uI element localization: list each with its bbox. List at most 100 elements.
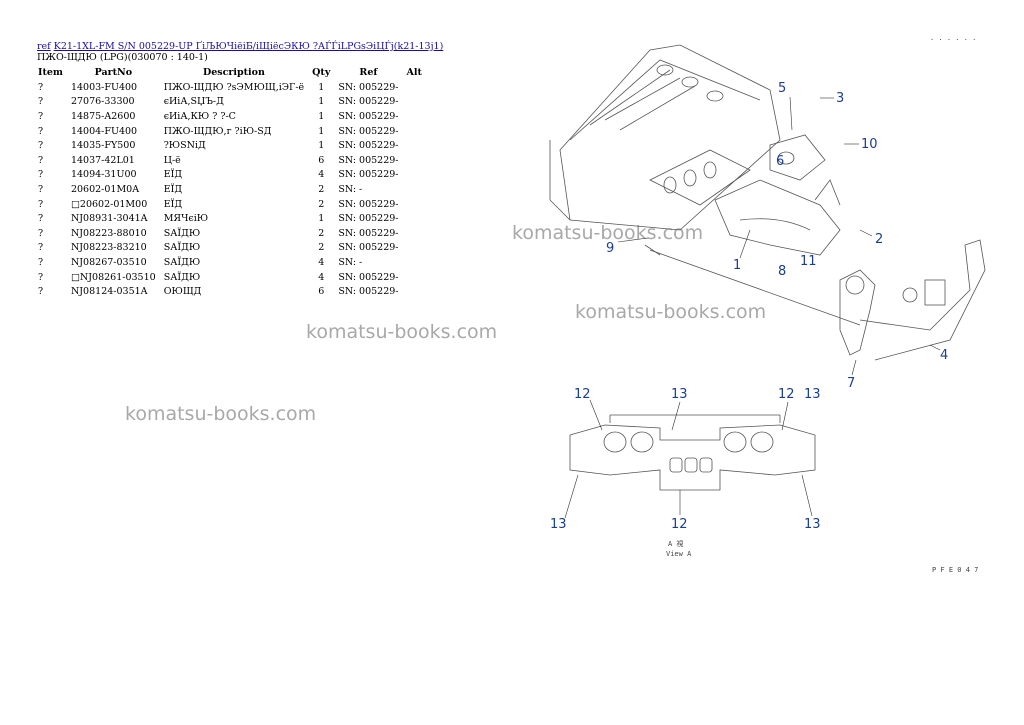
figure-code: P F E 0 4 7 bbox=[932, 566, 978, 574]
cell-item: ? bbox=[38, 271, 44, 283]
cell-item: ? bbox=[38, 286, 44, 298]
cell-item: ? bbox=[38, 183, 44, 195]
cell-item: ? bbox=[38, 125, 44, 137]
cell-alt bbox=[403, 197, 426, 212]
breadcrumb: ref K21-1XL-FM S/N 005229-UP ҐіЉЮЧіёіБ/і… bbox=[37, 40, 443, 53]
callout: 1 bbox=[733, 258, 741, 273]
cell-qty: 1 bbox=[318, 213, 325, 225]
cell-qty: 1 bbox=[318, 81, 325, 93]
cell-qty: 1 bbox=[318, 110, 325, 122]
callout: 5 bbox=[778, 81, 786, 96]
cell-item: ? bbox=[38, 227, 44, 239]
col-alt: Alt bbox=[406, 67, 422, 78]
cell-item: ? bbox=[38, 81, 44, 93]
cell-partno: NJ08931-3041A bbox=[70, 213, 148, 225]
cell-alt bbox=[403, 124, 426, 139]
cell-qty: 4 bbox=[318, 256, 325, 268]
cell-description: ОЮЩД bbox=[163, 286, 202, 298]
cell-description: Ц-ё bbox=[163, 154, 181, 166]
cell-alt bbox=[403, 168, 426, 183]
cell-qty: 1 bbox=[318, 140, 325, 152]
cell-alt bbox=[403, 182, 426, 197]
cell-partno: 14035-FY500 bbox=[70, 140, 136, 152]
cell-partno: 14004-FU400 bbox=[70, 125, 138, 137]
callout: 11 bbox=[800, 254, 817, 269]
cell-ref: SN: - bbox=[338, 256, 363, 268]
callout: 13 bbox=[671, 387, 688, 402]
cell-ref: SN: 005229- bbox=[338, 286, 399, 298]
cell-partno: □NJ08261-03510 bbox=[70, 271, 156, 283]
cell-description: єИіА,SЏЪ-Д bbox=[163, 96, 224, 108]
cell-alt bbox=[403, 109, 426, 124]
table-header-row: Item PartNo Description Qty Ref Alt bbox=[34, 65, 426, 80]
cell-alt bbox=[403, 153, 426, 168]
cell-alt bbox=[403, 95, 426, 110]
cell-partno: □20602-01M00 bbox=[70, 198, 148, 210]
watermark: komatsu-books.com bbox=[306, 321, 498, 343]
cell-description: SАЇДЮ bbox=[163, 242, 201, 254]
cell-ref: SN: - bbox=[338, 183, 363, 195]
cell-item: ? bbox=[38, 242, 44, 254]
col-description: Description bbox=[202, 67, 265, 78]
col-qty: Qty bbox=[312, 67, 331, 78]
cell-description: єИіА,КЮ ? ?-С bbox=[163, 110, 236, 122]
cell-qty: 2 bbox=[318, 242, 325, 254]
view-label-jp: A 視 bbox=[668, 539, 683, 548]
cell-item: ? bbox=[38, 256, 44, 268]
callout: 4 bbox=[940, 348, 948, 363]
cell-alt bbox=[403, 270, 426, 285]
cell-partno: NJ08267-03510 bbox=[70, 256, 147, 268]
page-subtitle: ПЖО-ЩДЮ (LPG)(030070 : 140-1) bbox=[37, 52, 208, 63]
assembly-link[interactable]: K21-1XL-FM S/N 005229-UP ҐіЉЮЧіёіБ/іЩіёс… bbox=[53, 41, 444, 52]
cell-partno: NJ08223-83210 bbox=[70, 242, 147, 254]
ref-link[interactable]: ref bbox=[37, 41, 51, 52]
cell-partno: NJ08124-0351A bbox=[70, 286, 148, 298]
callout: 13 bbox=[804, 387, 821, 402]
cell-description: ЕЇД bbox=[163, 183, 183, 195]
engine-head-drawing bbox=[549, 44, 781, 231]
col-partno: PartNo bbox=[94, 67, 133, 78]
cell-ref: SN: 005229- bbox=[338, 227, 399, 239]
cell-item: ? bbox=[38, 213, 44, 225]
cell-description: ЕЇД bbox=[163, 169, 183, 181]
cell-alt bbox=[403, 80, 426, 95]
cell-ref: SN: 005229- bbox=[338, 198, 399, 210]
cell-description: ЕЇД bbox=[163, 198, 183, 210]
cell-ref: SN: 005229- bbox=[338, 125, 399, 137]
cell-item: ? bbox=[38, 110, 44, 122]
watermark: komatsu-books.com bbox=[575, 301, 767, 323]
callout: 9 bbox=[606, 241, 614, 256]
callout: 7 bbox=[847, 376, 855, 391]
cell-ref: SN: 005229- bbox=[338, 242, 399, 254]
corner-mark: . . . . . . bbox=[930, 34, 976, 42]
callout: 8 bbox=[778, 264, 786, 279]
exploded-parts-diagram: 5 3 10 6 2 9 1 8 11 4 7 12 13 12 13 13 1… bbox=[549, 34, 986, 574]
callout: 2 bbox=[875, 232, 883, 247]
parts-table: Item PartNo Description Qty Ref Alt ?140… bbox=[34, 65, 426, 299]
cell-item: ? bbox=[38, 140, 44, 152]
cell-alt bbox=[403, 241, 426, 256]
cell-qty: 2 bbox=[318, 227, 325, 239]
table-row: ? NJ08223-83210 SАЇДЮ 2 SN: 005229- bbox=[34, 241, 426, 256]
cell-alt bbox=[403, 255, 426, 270]
cell-ref: SN: 005229- bbox=[338, 213, 399, 225]
cell-partno: 14037-42L01 bbox=[70, 154, 135, 166]
cell-alt bbox=[403, 226, 426, 241]
cell-ref: SN: 005229- bbox=[338, 169, 399, 181]
watermark: komatsu-books.com bbox=[125, 403, 317, 425]
col-ref: Ref bbox=[359, 67, 378, 78]
callout-labels: 5 3 10 6 2 9 1 8 11 4 7 12 13 12 13 13 1… bbox=[550, 81, 948, 532]
cell-qty: 1 bbox=[318, 96, 325, 108]
callout: 10 bbox=[861, 137, 878, 152]
manifold-drawing bbox=[644, 134, 861, 326]
